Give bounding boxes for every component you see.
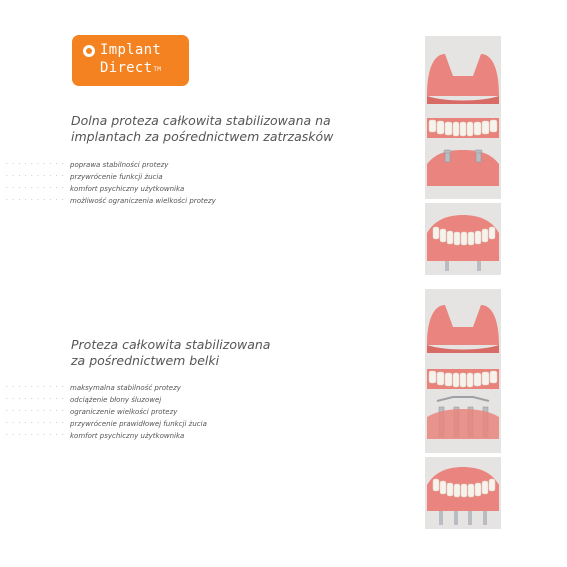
- dot-leader: · · · · · · · · · · · ·: [6, 420, 64, 427]
- dot-leader: · · · · · · · · · · · ·: [6, 161, 64, 168]
- list-item-text: przywrócenie funkcji żucia: [70, 173, 163, 181]
- logo-trademark: TM: [153, 66, 162, 73]
- logo-line-1: Implant: [100, 42, 162, 58]
- snap-overdenture-exploded-drawing: [425, 36, 501, 199]
- list-item: · · · · · · · · · · · · ograniczenie wiel…: [0, 406, 207, 418]
- list-item: · · · · · · · · · · · · odciążenie błony …: [0, 394, 207, 406]
- dot-leader: · · · · · · · · · · · ·: [6, 408, 64, 415]
- section-1-title-line-1: Dolna proteza całkowita stabilizowana na: [71, 113, 331, 128]
- bar-overdenture-exploded-drawing: [425, 289, 501, 453]
- dot-leader: · · · · · · · · · · · ·: [6, 185, 64, 192]
- implant-direct-logo: Implant DirectTM: [72, 35, 189, 86]
- section-2-title-line-1: Proteza całkowita stabilizowana: [71, 337, 271, 352]
- list-item: · · · · · · · · · · · · przywrócenie funk…: [0, 171, 216, 183]
- list-item-text: maksymalna stabilność protezy: [70, 384, 181, 392]
- list-item: · · · · · · · · · · · · możliwość ogranic…: [0, 195, 216, 207]
- section-2-title-line-2: za pośrednictwem belki: [71, 353, 220, 368]
- dot-leader: · · · · · · · · · · · ·: [6, 173, 64, 180]
- bar-overdenture-exploded-image: [425, 289, 501, 453]
- dot-leader: · · · · · · · · · · · ·: [6, 432, 64, 439]
- dot-leader: · · · · · · · · · · · ·: [6, 197, 64, 204]
- list-item-text: przywrócenie prawidłowej funkcji żucia: [70, 420, 207, 428]
- list-item: · · · · · · · · · · · · przywrócenie praw…: [0, 418, 207, 430]
- list-item-text: komfort psychiczny użytkownika: [70, 185, 185, 193]
- list-item-text: odciążenie błony śluzowej: [70, 396, 162, 404]
- dot-leader: · · · · · · · · · · · ·: [6, 396, 64, 403]
- section-2-benefits-list: · · · · · · · · · · · · maksymalna stabil…: [0, 382, 207, 442]
- logo-line-2-text: Direct: [100, 60, 153, 76]
- snap-overdenture-assembled-drawing: [425, 203, 501, 275]
- list-item: · · · · · · · · · · · · maksymalna stabil…: [0, 382, 207, 394]
- list-item-text: możliwość ograniczenia wielkości protezy: [70, 197, 216, 205]
- section-1-title: Dolna proteza całkowita stabilizowana na…: [71, 113, 333, 145]
- bar-overdenture-assembled-drawing: [425, 457, 501, 529]
- bar-overdenture-assembled-image: [425, 457, 501, 529]
- list-item-text: poprawa stabilności protezy: [70, 161, 169, 169]
- snap-overdenture-assembled-image: [425, 203, 501, 275]
- list-item: · · · · · · · · · · · · poprawa stabilnoś…: [0, 159, 216, 171]
- list-item: · · · · · · · · · · · · komfort psychiczn…: [0, 183, 216, 195]
- section-2-title: Proteza całkowita stabilizowana za pośre…: [71, 337, 270, 369]
- list-item: · · · · · · · · · · · · komfort psychiczn…: [0, 430, 207, 442]
- logo-ring-icon: [83, 45, 95, 57]
- section-1-title-line-2: implantach za pośrednictwem zatrzasków: [71, 129, 334, 144]
- section-1-benefits-list: · · · · · · · · · · · · poprawa stabilnoś…: [0, 159, 216, 207]
- logo-line-2: DirectTM: [100, 60, 161, 76]
- dot-leader: · · · · · · · · · · · ·: [6, 384, 64, 391]
- list-item-text: ograniczenie wielkości protezy: [70, 408, 178, 416]
- list-item-text: komfort psychiczny użytkownika: [70, 432, 185, 440]
- snap-overdenture-exploded-image: [425, 36, 501, 199]
